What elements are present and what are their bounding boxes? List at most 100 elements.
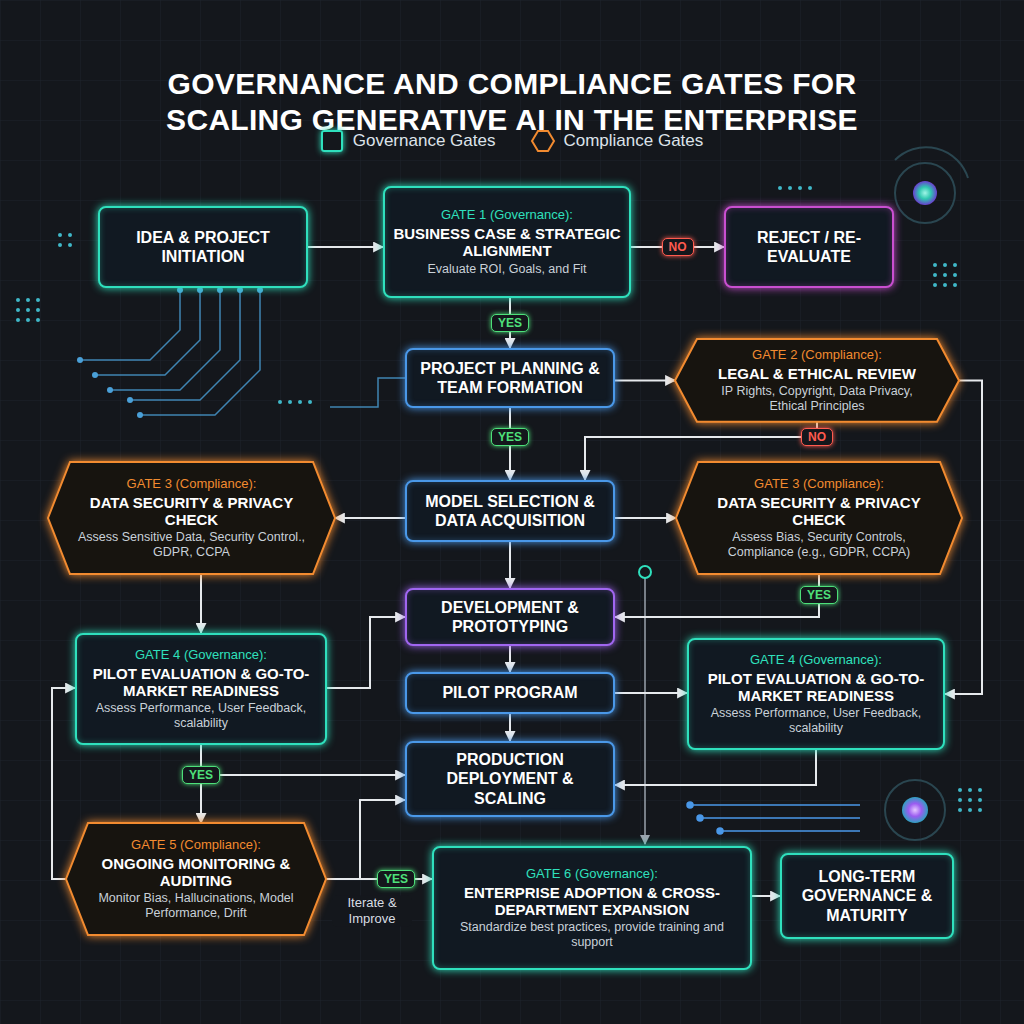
box-text: PILOT PROGRAM: [442, 683, 577, 702]
connector: [615, 517, 676, 519]
legend-text: Governance Gates: [353, 131, 496, 151]
decor-dot: [68, 243, 72, 247]
gate-heading: ONGOING MONITORING & AUDITING: [92, 855, 300, 890]
hexagon-shape: [66, 823, 326, 935]
decor-dot: [278, 400, 282, 404]
decor-dot: [968, 808, 972, 812]
compliance-gate: GATE 2 (Compliance):LEGAL & ETHICAL REVI…: [675, 339, 959, 422]
governance-gate: GATE 4 (Governance):PILOT EVALUATION & G…: [687, 638, 945, 750]
decor-dot: [16, 298, 20, 302]
connector: [615, 692, 687, 694]
decor-dot: [978, 788, 982, 792]
decor-dot: [68, 233, 72, 237]
decision-badge: YES: [491, 428, 529, 446]
circuit-traces: [80, 290, 405, 415]
decor-dot: [58, 243, 62, 247]
legend-swatch: [531, 130, 553, 152]
connector: [200, 574, 202, 633]
decor-dot: [958, 808, 962, 812]
compliance-gate: GATE 3 (Compliance):DATA SECURITY & PRIV…: [48, 462, 335, 574]
legend-text: Compliance Gates: [563, 131, 703, 151]
gate-body: Monitor Bias, Hallucinations, Model Perf…: [92, 891, 300, 921]
decor-dot: [288, 400, 292, 404]
hexagon-shape: [676, 462, 962, 574]
decor-dot: [16, 318, 20, 322]
box-text: LONG-TERM GOVERNANCE & MATURITY: [790, 867, 944, 925]
connector: [615, 574, 819, 617]
connector: [335, 517, 405, 519]
decor-dot: [943, 263, 947, 267]
connector: [52, 688, 75, 879]
connector: [308, 246, 383, 248]
governance-gate: GATE 1 (Governance):BUSINESS CASE & STRA…: [383, 186, 631, 298]
circuit-nodes: [77, 287, 263, 418]
compliance-gate: GATE 5 (Compliance):ONGOING MONITORING &…: [66, 823, 326, 935]
gate-body: IP Rights, Copyright, Data Privacy, Ethi…: [701, 384, 933, 414]
box-text: PRODUCTION DEPLOYMENT & SCALING: [415, 750, 605, 808]
decor-lines: [687, 802, 860, 834]
connector: [615, 750, 816, 785]
gate-heading: LEGAL & ETHICAL REVIEW: [718, 365, 916, 382]
legend-item: Compliance Gates: [531, 130, 703, 152]
gate-body: Assess Sensitive Data, Security Control.…: [74, 530, 309, 560]
connector: [752, 895, 780, 897]
box-text: REJECT / RE-EVALUATE: [734, 228, 884, 266]
decor-dot: [953, 283, 957, 287]
hexagon-shape: [675, 339, 959, 422]
decision-badge: YES: [800, 586, 838, 604]
gate-label: GATE 4 (Governance):: [135, 647, 267, 663]
connector: [509, 542, 511, 588]
swatch-outline: [532, 131, 554, 151]
process-box: MODEL SELECTION & DATA ACQUISITION: [405, 480, 615, 542]
governance-gate: GATE 6 (Governance): ENTERPRISE ADOPTION …: [432, 846, 752, 970]
legend-swatch: [321, 130, 343, 152]
edge-note: Iterate & Improve: [332, 895, 412, 926]
process-box: IDEA & PROJECT INITIATION: [98, 206, 308, 288]
decor-dot: [778, 186, 782, 190]
connector: [509, 646, 511, 672]
process-box: LONG-TERM GOVERNANCE & MATURITY: [780, 853, 954, 939]
decor-dot: [26, 298, 30, 302]
connector: [615, 379, 675, 381]
decor-dot: [953, 273, 957, 277]
decor-dot: [968, 798, 972, 802]
reject-box: REJECT / RE-EVALUATE: [724, 206, 894, 288]
connector: [326, 800, 405, 879]
decor-dot: [943, 283, 947, 287]
gate-heading: DATA SECURITY & PRIVACY CHECK: [702, 494, 936, 529]
decor-dot: [958, 788, 962, 792]
gate-label: GATE 6 (Governance):: [526, 866, 658, 882]
process-box: PILOT PROGRAM: [405, 672, 615, 714]
dot-clusters: [16, 186, 982, 812]
decision-badge: YES: [377, 870, 415, 888]
decor-dot: [16, 308, 20, 312]
decor-dot: [36, 298, 40, 302]
decision-badge: YES: [182, 766, 220, 784]
decor-dot: [943, 273, 947, 277]
decor-dot: [958, 798, 962, 802]
legend-item: Governance Gates: [321, 130, 496, 152]
process-box: PRODUCTION DEPLOYMENT & SCALING: [405, 741, 615, 817]
hexagon-shape: [48, 462, 335, 574]
gate-body: Assess Bias, Security Controls, Complian…: [702, 530, 936, 560]
gate-label: GATE 1 (Governance):: [441, 207, 573, 223]
gate-heading: PILOT EVALUATION & GO-TO-MARKET READINES…: [85, 665, 317, 700]
gate-heading: PILOT EVALUATION & GO-TO-MARKET READINES…: [697, 670, 935, 705]
decor-dot: [36, 308, 40, 312]
feed-node: [639, 566, 651, 578]
gate-label: GATE 3 (Compliance):: [127, 476, 257, 492]
decor-dot: [933, 283, 937, 287]
process-box: PROJECT PLANNING & TEAM FORMATION: [405, 348, 615, 408]
legend: Governance Gates Compliance Gates: [0, 130, 1024, 152]
gate-body: Standardize best practices, provide trai…: [442, 920, 742, 950]
gate-body: Assess Performance, User Feedback, scala…: [85, 701, 317, 731]
title: GOVERNANCE AND COMPLIANCE GATES FOR SCAL…: [97, 66, 927, 138]
box-text: DEVELOPMENT & PROTOTYPING: [415, 598, 605, 636]
decor-dot: [953, 263, 957, 267]
decor-dot: [308, 400, 312, 404]
decor-dot: [298, 400, 302, 404]
box-text: PROJECT PLANNING & TEAM FORMATION: [415, 359, 605, 397]
gate-heading: ENTERPRISE ADOPTION & CROSS-DEPARTMENT E…: [442, 884, 742, 919]
decor-dot: [968, 788, 972, 792]
